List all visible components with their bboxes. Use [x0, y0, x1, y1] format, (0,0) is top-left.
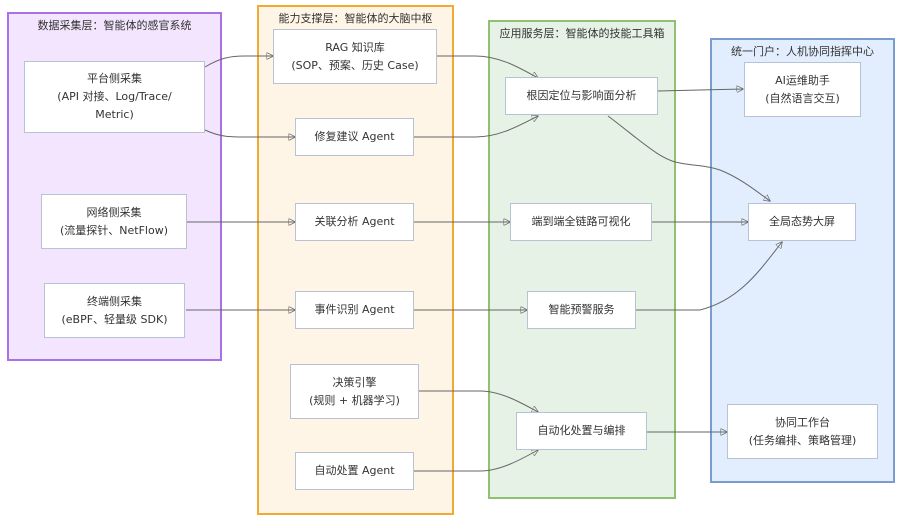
node-network-collection[interactable]: 网络侧采集 (流量探针、NetFlow) [41, 194, 187, 249]
node-root-cause-analysis[interactable]: 根因定位与影响面分析 [505, 77, 658, 115]
node-label: 修复建议 Agent [314, 130, 395, 143]
node-sublabel: (API 对接、Log/Trace/ [57, 90, 172, 103]
layer-title: 应用服务层：智能体的技能工具箱 [499, 27, 665, 40]
node-sublabel: (自然语言交互) [765, 91, 840, 105]
node-label: 智能预警服务 [548, 303, 615, 316]
node-rag-knowledge-base[interactable]: RAG 知识库 (SOP、预案、历史 Case) [273, 29, 437, 84]
node-e2e-visualization[interactable]: 端到端全链路可视化 [510, 203, 652, 241]
node-label: RAG 知识库 [325, 40, 385, 54]
node-label: 终端侧采集 [87, 294, 142, 308]
node-auto-disposal-agent[interactable]: 自动处置 Agent [295, 452, 414, 490]
layer-title: 统一门户：人机协同指挥中心 [731, 45, 874, 58]
node-decision-engine[interactable]: 决策引擎 (规则 + 机器学习) [290, 364, 419, 419]
node-global-dashboard[interactable]: 全局态势大屏 [748, 203, 856, 241]
node-ai-ops-assistant[interactable]: AI运维助手 (自然语言交互) [744, 62, 861, 117]
node-sublabel: Metric) [95, 108, 134, 121]
node-label: AI运维助手 [775, 73, 830, 87]
node-label: 平台侧采集 [87, 72, 142, 85]
node-platform-collection[interactable]: 平台侧采集 (API 对接、Log/Trace/ Metric) [24, 61, 205, 133]
layer-title: 数据采集层：智能体的感官系统 [37, 19, 192, 32]
node-smart-alert[interactable]: 智能预警服务 [527, 291, 636, 329]
node-endpoint-collection[interactable]: 终端侧采集 (eBPF、轻量级 SDK) [44, 283, 185, 338]
node-repair-agent[interactable]: 修复建议 Agent [295, 118, 414, 156]
node-label: 协同工作台 [775, 415, 830, 429]
node-label: 关联分析 Agent [314, 215, 395, 228]
node-event-agent[interactable]: 事件识别 Agent [295, 291, 414, 329]
node-sublabel: (eBPF、轻量级 SDK) [61, 312, 168, 326]
node-label: 端到端全链路可视化 [531, 215, 631, 228]
node-label: 根因定位与影响面分析 [526, 89, 637, 102]
node-sublabel: (任务编排、策略管理) [748, 433, 857, 447]
layer-title: 能力支撑层：智能体的大脑中枢 [278, 12, 433, 25]
node-label: 自动处置 Agent [314, 464, 395, 477]
layer-capability-support: 能力支撑层：智能体的大脑中枢 [257, 5, 454, 515]
node-sublabel: (规则 + 机器学习) [309, 393, 400, 407]
node-label: 网络侧采集 [86, 205, 142, 219]
node-label: 事件识别 Agent [314, 303, 395, 316]
node-label: 决策引擎 [332, 375, 377, 389]
node-automation-orchestration[interactable]: 自动化处置与编排 [516, 412, 647, 450]
node-label: 全局态势大屏 [769, 215, 835, 228]
node-label: 自动化处置与编排 [537, 424, 626, 437]
node-collaboration-workbench[interactable]: 协同工作台 (任务编排、策略管理) [727, 404, 878, 459]
node-correlation-agent[interactable]: 关联分析 Agent [295, 203, 414, 241]
node-sublabel: (SOP、预案、历史 Case) [291, 58, 419, 72]
node-sublabel: (流量探针、NetFlow) [59, 223, 168, 237]
